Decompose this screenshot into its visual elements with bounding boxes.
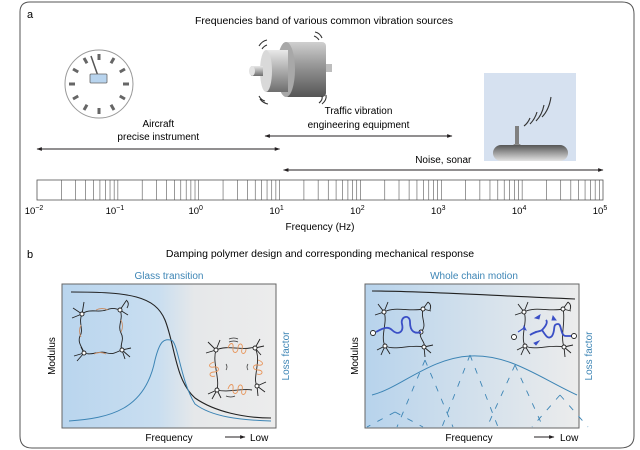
gauge-tick: [119, 67, 126, 74]
gauge-tick: [119, 94, 126, 101]
range-label: precise instrument: [117, 132, 199, 143]
panel-b-label: b: [27, 249, 33, 261]
relaxation-peak-line: [366, 411, 396, 428]
modulus-curve: [70, 291, 272, 419]
axis-tick-label: 103: [431, 205, 446, 217]
rubbery-network-icon: [205, 337, 267, 400]
loss-factor-axis-label: Loss factor: [281, 331, 292, 381]
relaxation-peak-line: [514, 364, 544, 428]
frequency-axis-label: Frequency: [145, 433, 192, 444]
gauge-tick: [82, 104, 89, 111]
frequency-axis-label: Frequency (Hz): [286, 222, 355, 233]
plot-title-whole-chain-motion: Whole chain motion: [430, 271, 518, 282]
direction-label: Low: [560, 433, 579, 444]
panel-b-frame: [19, 240, 635, 449]
moving-chain-icon: [511, 301, 577, 358]
relaxation-peak-line: [486, 364, 516, 428]
axis-tick-label: 102: [350, 205, 365, 217]
plot-area: [61, 283, 277, 429]
gauge-tick: [109, 104, 116, 111]
frequency-axis-label: Frequency: [445, 433, 492, 444]
whole-chain-motion-plot: Whole chain motion: [350, 271, 595, 444]
gauge-tick: [72, 67, 79, 74]
range-label: Aircraft: [142, 119, 174, 130]
gauge-tick: [82, 57, 89, 64]
loss-factor-axis-label: Loss factor: [584, 331, 595, 381]
gauge-tick: [109, 57, 116, 64]
axis-tick-label: 105: [593, 205, 608, 217]
loss-factor-curve: [68, 339, 272, 422]
traffic-range: Traffic vibration engineering equipment: [264, 106, 453, 138]
modulus-axis-label: Modulus: [47, 337, 58, 375]
noise-range: Noise, sonar: [283, 155, 604, 172]
panel-a-frame: [19, 1, 635, 240]
entangled-chain-icon: [370, 301, 434, 358]
relaxation-peak-line: [396, 359, 426, 428]
glassy-network-icon: [71, 299, 132, 362]
panel-a-title: Frequencies band of various common vibra…: [195, 15, 453, 27]
motor-icon: [249, 31, 332, 105]
gauge-tick: [72, 94, 79, 101]
axis-tick-label: 104: [512, 205, 527, 217]
range-label: Noise, sonar: [415, 155, 472, 166]
sonar-icon: [484, 73, 576, 161]
relaxation-peaks: [366, 354, 589, 428]
aircraft-range: Aircraft precise instrument: [36, 119, 281, 151]
axis-tick-label: 10−2: [25, 205, 44, 217]
modulus-axis-label: Modulus: [350, 337, 361, 375]
direction-label: Low: [250, 433, 269, 444]
relaxation-peak-line: [394, 411, 424, 428]
gauge-needle: [90, 55, 99, 77]
glass-transition-plot: Glass transition: [47, 271, 292, 444]
panel-b-title: Damping polymer design and corresponding…: [166, 248, 474, 260]
gauge-icon: [64, 49, 134, 119]
modulus-curve: [371, 290, 576, 300]
log-frequency-bar: [36, 179, 604, 201]
panel-a-label: a: [27, 9, 34, 21]
axis-tick-label: 101: [269, 205, 284, 217]
plot-title-glass-transition: Glass transition: [135, 271, 204, 282]
log-axis-ticks: 10−2 10−1 100 101 102 103 104 105: [25, 205, 608, 217]
axis-tick-label: 100: [188, 205, 203, 217]
relaxation-peak-line: [424, 359, 454, 428]
range-label: engineering equipment: [308, 120, 410, 131]
range-label: Traffic vibration: [325, 106, 393, 117]
axis-tick-label: 10−1: [106, 205, 125, 217]
